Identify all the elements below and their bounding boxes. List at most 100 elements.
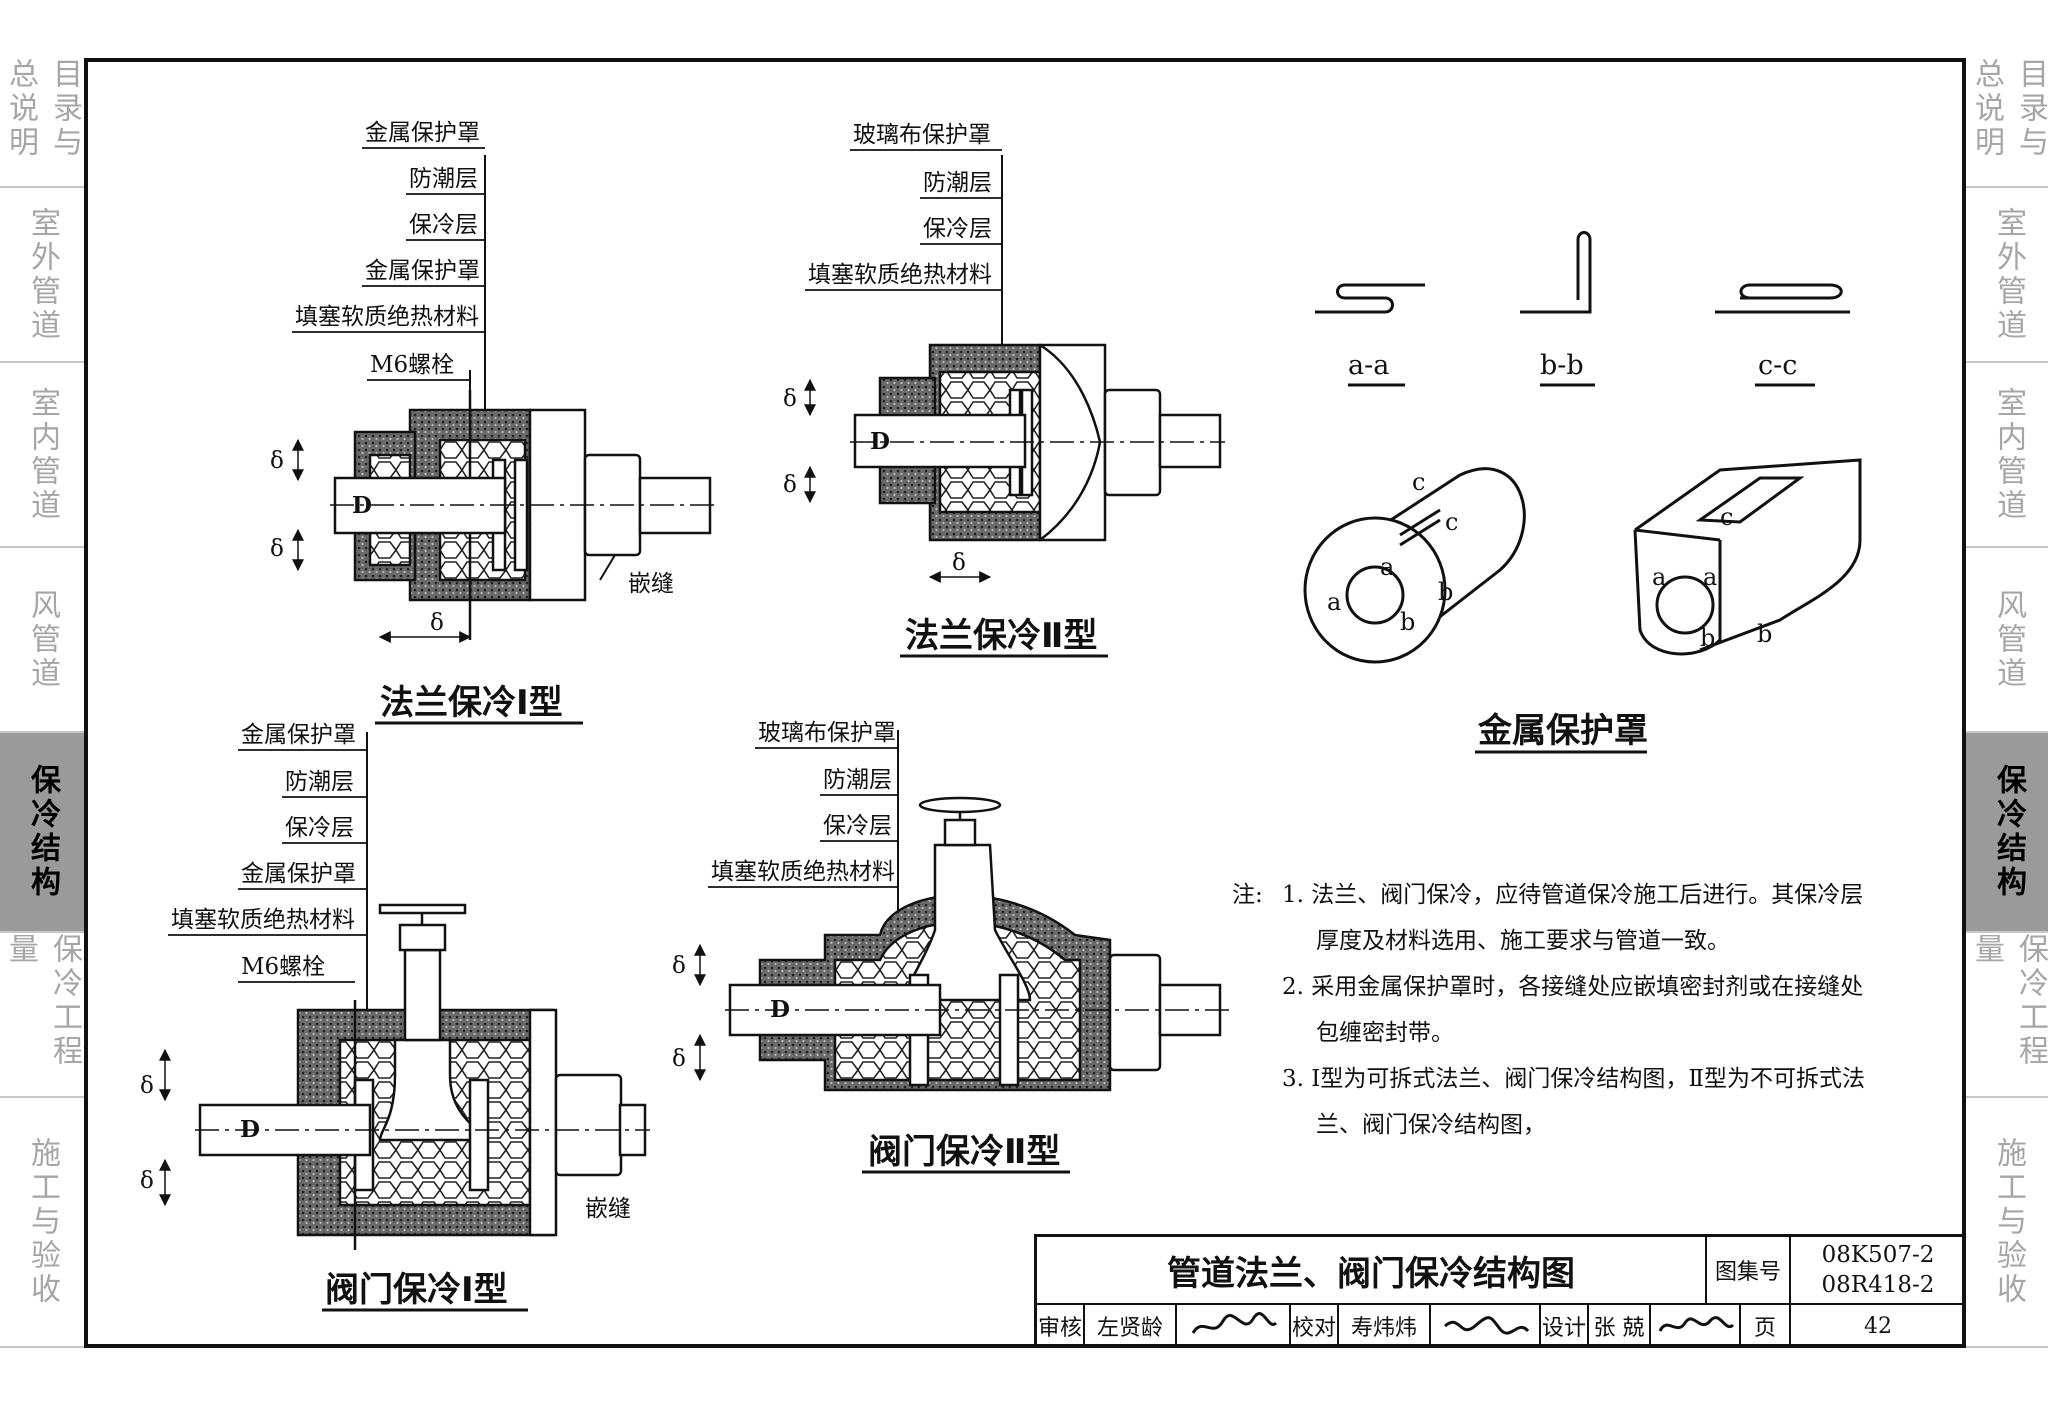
valve2-label-3: 保冷层 bbox=[823, 813, 892, 839]
flange1-joint-label: 嵌缝 bbox=[628, 571, 674, 597]
valve2-dim-upper: δ bbox=[672, 953, 686, 979]
valve1-label-2: 防潮层 bbox=[285, 769, 354, 795]
flange2-dim-upper: δ bbox=[783, 386, 797, 412]
notes-prefix: 注: bbox=[1232, 882, 1263, 908]
note-1: 1. 法兰、阀门保冷，应待管道保冷施工后进行。其保冷层厚度及材料选用、施工要求与… bbox=[1282, 882, 1864, 954]
section-tab[interactable]: 保冷工程量 bbox=[0, 933, 84, 1098]
note-2: 2. 采用金属保护罩时，各接缝处应嵌填密封剂或在接缝处包缠密封带。 bbox=[1282, 974, 1864, 1046]
drawing-frame bbox=[84, 58, 1966, 1348]
set-number-1: 08K507-2 bbox=[1821, 1242, 1935, 1268]
section-tab-label: 保冷结构 bbox=[1991, 764, 2026, 900]
valve1-pipe-mark: D bbox=[240, 1116, 260, 1143]
section-tab[interactable]: 保冷结构 bbox=[0, 733, 84, 933]
valve1-label-3: 保冷层 bbox=[285, 815, 354, 841]
section-tab[interactable]: 施工与验收 bbox=[0, 1098, 84, 1348]
section-tab[interactable]: 风管道 bbox=[1966, 548, 2048, 733]
check-label: 校对 bbox=[1291, 1305, 1339, 1347]
mark-a-3: a bbox=[1652, 563, 1667, 591]
review-label: 审核 bbox=[1037, 1305, 1085, 1347]
section-tab-label: 风管道 bbox=[25, 588, 60, 691]
section-tab-label: 风管道 bbox=[1991, 588, 2026, 691]
flange1-label-1: 金属保护罩 bbox=[365, 120, 480, 146]
valve1-label-4: 金属保护罩 bbox=[241, 861, 356, 887]
mark-c-1: c bbox=[1412, 468, 1426, 496]
set-number-label: 图集号 bbox=[1707, 1237, 1791, 1305]
left-section-tabs: 目录与总说明室外管道室内管道风管道保冷结构保冷工程量施工与验收 bbox=[0, 58, 84, 1348]
checker-signature bbox=[1431, 1305, 1541, 1347]
flange1-dim-lower: δ bbox=[270, 536, 284, 562]
valve1-dim-upper: δ bbox=[140, 1073, 154, 1099]
metal-cover-drawing bbox=[1303, 231, 1862, 664]
valve1-label-5: 填塞软质绝热材料 bbox=[171, 907, 355, 933]
reviewer-signature bbox=[1177, 1305, 1291, 1347]
valve2-pipe-mark: D bbox=[770, 996, 790, 1023]
valve2-dim-lower: δ bbox=[672, 1046, 686, 1072]
reviewer-name: 左贤龄 bbox=[1085, 1305, 1177, 1347]
designer-signature bbox=[1651, 1305, 1741, 1347]
section-tab[interactable]: 保冷工程量 bbox=[1966, 933, 2048, 1098]
mark-c-3: c bbox=[1720, 503, 1734, 531]
checker-name: 寿炜炜 bbox=[1339, 1305, 1431, 1347]
checker-signature-mark bbox=[1444, 1316, 1530, 1335]
flange1-caption: 法兰保冷Ⅰ型 bbox=[380, 683, 563, 723]
section-tab[interactable]: 室内管道 bbox=[1966, 363, 2048, 548]
mark-a-4: a bbox=[1703, 563, 1718, 591]
section-tab[interactable]: 保冷结构 bbox=[1966, 733, 2048, 933]
section-tab[interactable]: 室外管道 bbox=[1966, 188, 2048, 363]
mark-b-3: b bbox=[1757, 620, 1773, 648]
valve2-label-4: 填塞软质绝热材料 bbox=[711, 859, 895, 885]
section-tab-label: 目录与总说明 bbox=[1969, 58, 2048, 160]
valve1-caption: 阀门保冷Ⅰ型 bbox=[325, 1270, 508, 1310]
section-tab[interactable]: 风管道 bbox=[0, 548, 84, 733]
section-tab[interactable]: 目录与总说明 bbox=[1966, 58, 2048, 188]
flange2-pipe-mark: D bbox=[870, 428, 890, 455]
flange1-label-4: 金属保护罩 bbox=[365, 258, 480, 284]
valve-type2-drawing bbox=[694, 730, 1230, 1092]
notes: 注: 1. 法兰、阀门保冷，应待管道保冷施工后进行。其保冷层厚度及材料选用、施工… bbox=[1232, 872, 1872, 1148]
section-tab-label: 室外管道 bbox=[1991, 206, 2026, 343]
mark-a-1: a bbox=[1327, 588, 1342, 616]
section-tab-label: 室内管道 bbox=[1991, 386, 2026, 523]
flange2-label-4: 填塞软质绝热材料 bbox=[808, 262, 992, 288]
mark-a-2: a bbox=[1380, 553, 1395, 581]
mark-c-2: c bbox=[1445, 508, 1459, 536]
valve1-joint-label: 嵌缝 bbox=[585, 1196, 631, 1222]
set-number-2: 08R418-2 bbox=[1821, 1272, 1935, 1298]
valve1-label-1: 金属保护罩 bbox=[241, 722, 356, 748]
section-a-a: a-a bbox=[1348, 350, 1390, 381]
section-tab-label: 施工与验收 bbox=[1991, 1137, 2026, 1307]
flange1-dim-upper: δ bbox=[270, 448, 284, 474]
flange1-label-6: M6螺栓 bbox=[370, 352, 455, 378]
section-tab[interactable]: 室外管道 bbox=[0, 188, 84, 363]
metal-cover-caption: 金属保护罩 bbox=[1478, 711, 1648, 751]
flange2-label-2: 防潮层 bbox=[923, 170, 992, 196]
section-tab-label: 保冷工程量 bbox=[3, 933, 82, 1069]
page-label: 页 bbox=[1741, 1305, 1791, 1347]
section-tab-label: 施工与验收 bbox=[25, 1137, 60, 1307]
mark-b-4: b bbox=[1700, 624, 1716, 652]
section-tab-label: 室外管道 bbox=[25, 206, 60, 343]
section-tab-label: 室内管道 bbox=[25, 386, 60, 523]
valve2-caption: 阀门保冷Ⅱ型 bbox=[868, 1132, 1061, 1172]
set-numbers: 08K507-2 08R418-2 bbox=[1791, 1237, 1965, 1305]
section-tab-label: 保冷结构 bbox=[25, 764, 60, 900]
drawing-title: 管道法兰、阀门保冷结构图 bbox=[1037, 1237, 1707, 1305]
section-tab[interactable]: 施工与验收 bbox=[1966, 1098, 2048, 1348]
flange1-pipe-mark: D bbox=[352, 492, 372, 519]
flange1-dim-bottom: δ bbox=[430, 610, 444, 636]
valve1-label-6: M6螺栓 bbox=[241, 954, 326, 980]
valve2-label-1: 玻璃布保护罩 bbox=[758, 720, 896, 746]
flange2-dim-bottom: δ bbox=[952, 550, 966, 576]
flange1-label-2: 防潮层 bbox=[409, 166, 478, 192]
flange-type2-drawing bbox=[804, 155, 1225, 583]
mark-b-2: b bbox=[1400, 608, 1416, 636]
title-block: 管道法兰、阀门保冷结构图 图集号 08K507-2 08R418-2 审核 左贤… bbox=[1034, 1234, 1965, 1347]
section-tab-label: 保冷工程量 bbox=[1969, 933, 2048, 1069]
section-tab[interactable]: 室内管道 bbox=[0, 363, 84, 548]
valve-type1-drawing bbox=[159, 732, 650, 1250]
section-tab[interactable]: 目录与总说明 bbox=[0, 58, 84, 188]
right-section-tabs: 目录与总说明室外管道室内管道风管道保冷结构保冷工程量施工与验收 bbox=[1966, 58, 2048, 1348]
section-tab-label: 目录与总说明 bbox=[3, 58, 82, 160]
